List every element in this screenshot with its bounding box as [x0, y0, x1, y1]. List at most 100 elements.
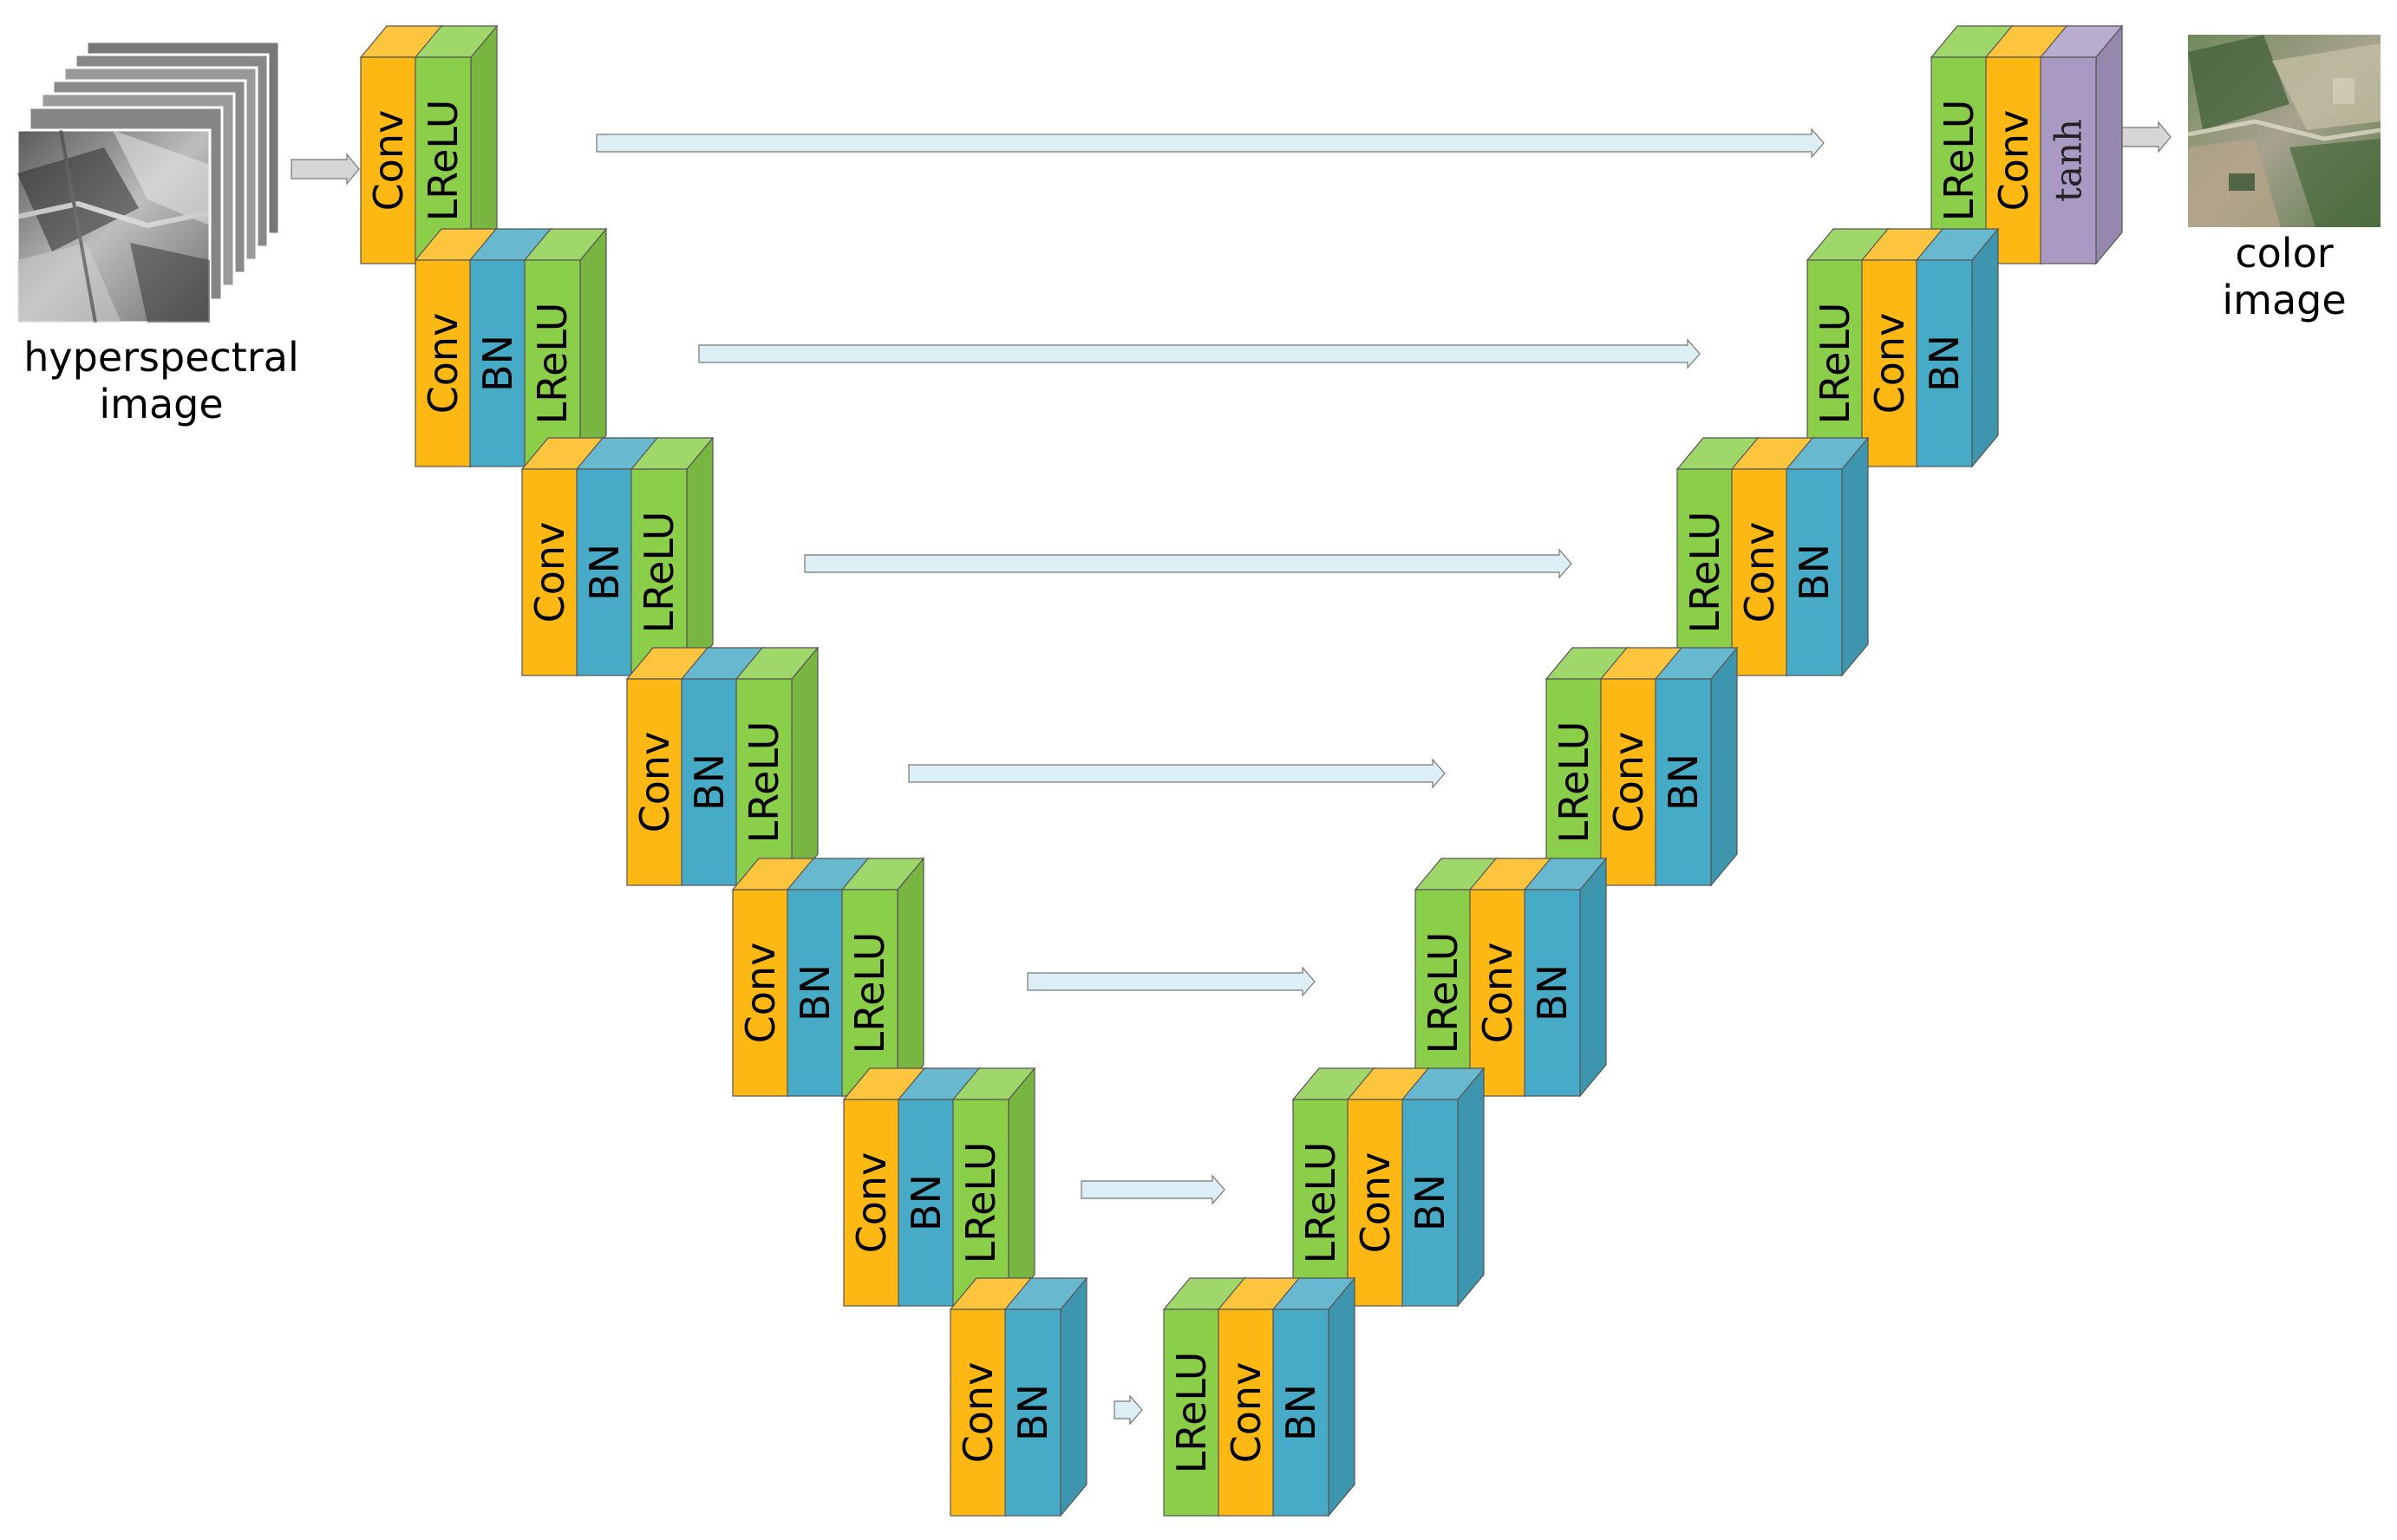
- encoder-5-lrelu-block-side-face: [897, 857, 924, 1098]
- decoder-4-conv-block-front-face: [1600, 678, 1657, 886]
- encoder-6-conv-block-label: Conv: [848, 1152, 895, 1254]
- encoder-4-lrelu-block: LReLU: [735, 646, 820, 887]
- decoder-4-bn-block-side-face: [1710, 646, 1738, 887]
- encoder-5-bn-block-label: BN: [792, 964, 839, 1021]
- decoder-4-lrelu-block-front-face: [1545, 678, 1603, 886]
- encoder-3-conv-block-front-face: [521, 468, 578, 676]
- decoder-3-conv-block-label: Conv: [1736, 522, 1783, 623]
- decoder-2-conv-block-front-face: [1861, 259, 1918, 467]
- decoder-2-conv-block-label: Conv: [1866, 313, 1913, 414]
- decoder-7-bn-block-side-face: [1328, 1276, 1355, 1517]
- encoder-4-bn-block-front-face: [681, 678, 738, 886]
- decoder-7-bn-block: BN: [1271, 1276, 1356, 1517]
- output-label-line1: color: [2235, 230, 2334, 277]
- encoder-6-bn-block-front-face: [898, 1099, 955, 1307]
- decoder-5-bn-block-side-face: [1579, 857, 1607, 1098]
- input-label-line1: hyperspectral: [23, 334, 299, 381]
- decoder-5-lrelu-block-label: LReLU: [1420, 932, 1466, 1054]
- decoder-1-conv-block-label: Conv: [1990, 110, 2037, 212]
- encoder-1-lrelu-block: LReLU: [414, 24, 499, 265]
- output-label-line2: image: [2222, 277, 2347, 323]
- encoder-3-lrelu-block-label: LReLU: [636, 512, 683, 634]
- decoder-3-bn-block: BN: [1785, 436, 1870, 677]
- encoder-7-bn-block-side-face: [1060, 1276, 1087, 1517]
- decoder-3-bn-block-side-face: [1841, 436, 1869, 677]
- encoder-4-bn-block-label: BN: [686, 754, 733, 811]
- decoder-3-bn-block-label: BN: [1791, 544, 1838, 601]
- decoder-1-tanh-block-side-face: [2095, 24, 2123, 265]
- decoder-5-conv-block-label: Conv: [1474, 943, 1521, 1044]
- decoder-2-bn-block-front-face: [1916, 259, 1973, 467]
- encoder-1-lrelu-block-side-face: [470, 24, 498, 265]
- skip-arrow-6: [1081, 1174, 1225, 1205]
- encoder-5-bn-block-front-face: [787, 889, 844, 1097]
- encoder-3-lrelu-block-front-face: [630, 468, 688, 676]
- input-label: hyperspectral image: [0, 334, 323, 427]
- skip-arrow-3: [804, 548, 1572, 579]
- decoder-3-lrelu-block-front-face: [1676, 468, 1734, 676]
- output-label: color image: [2180, 230, 2388, 323]
- encoder-2-bn-block-label: BN: [474, 335, 521, 392]
- decoder-6-bn-block-front-face: [1401, 1099, 1459, 1307]
- encoder-3-bn-block-front-face: [576, 468, 633, 676]
- skip-arrow-5: [1027, 966, 1316, 997]
- decoder-2-bn-block-side-face: [1971, 227, 1999, 468]
- decoder-4-bn-block-label: BN: [1660, 754, 1707, 811]
- encoder-3-bn-block-label: BN: [581, 544, 628, 601]
- encoder-2-conv-block-label: Conv: [420, 313, 467, 414]
- encoder-6-lrelu-block: LReLU: [951, 1067, 1036, 1308]
- decoder-4-lrelu-block-label: LReLU: [1551, 721, 1597, 844]
- encoder-6-lrelu-block-front-face: [952, 1099, 1009, 1307]
- decoder-5-conv-block-front-face: [1469, 889, 1526, 1097]
- decoder-7-conv-block-front-face: [1218, 1308, 1275, 1517]
- encoder-3-conv-block-label: Conv: [526, 522, 573, 623]
- decoder-3-lrelu-block-label: LReLU: [1682, 512, 1728, 634]
- decoder-1-tanh-block-label: tanh: [2048, 119, 2090, 202]
- decoder-5-lrelu-block-front-face: [1414, 889, 1472, 1097]
- encoder-7-bn-block-label: BN: [1009, 1384, 1056, 1441]
- decoder-7-lrelu-block-front-face: [1163, 1308, 1220, 1517]
- decoder-7-bn-block-front-face: [1272, 1308, 1329, 1517]
- encoder-2-bn-block-front-face: [469, 259, 526, 467]
- decoder-6-conv-block-label: Conv: [1352, 1152, 1399, 1254]
- encoder-3-lrelu-block-side-face: [686, 436, 714, 677]
- encoder-6-bn-block-label: BN: [903, 1174, 950, 1231]
- decoder-1-tanh-block-front-face: [2040, 56, 2097, 264]
- decoder-6-bn-block: BN: [1401, 1067, 1486, 1308]
- decoder-3-bn-block-front-face: [1786, 468, 1843, 676]
- encoder-3-lrelu-block: LReLU: [630, 436, 715, 677]
- encoder-6-lrelu-block-label: LReLU: [957, 1142, 1004, 1264]
- encoder-5-lrelu-block-front-face: [841, 889, 898, 1097]
- decoder-2-bn-block-label: BN: [1921, 335, 1968, 392]
- decoder-5-bn-block-label: BN: [1529, 964, 1576, 1021]
- encoder-2-lrelu-block-side-face: [579, 227, 607, 468]
- encoder-6-conv-block-front-face: [843, 1099, 900, 1307]
- encoder-5-lrelu-block-label: LReLU: [846, 932, 893, 1054]
- encoder-7-conv-block-front-face: [950, 1308, 1007, 1517]
- encoder-7-bn-block-front-face: [1004, 1308, 1061, 1517]
- encoder-4-conv-block-label: Conv: [631, 732, 678, 833]
- encoder-2-conv-block-front-face: [415, 259, 472, 467]
- encoder-3-bn-block: BN: [575, 436, 660, 677]
- encoder-5-bn-block: BN: [786, 857, 871, 1098]
- encoder-5-lrelu-block: LReLU: [840, 857, 925, 1098]
- input-arrow: [291, 153, 360, 186]
- encoder-4-lrelu-block-side-face: [791, 646, 819, 887]
- skip-arrow-2: [698, 338, 1701, 369]
- encoder-5-conv-block-label: Conv: [737, 943, 784, 1044]
- decoder-5-bn-block: BN: [1523, 857, 1608, 1098]
- decoder-1-lrelu-block-label: LReLU: [1936, 100, 1982, 222]
- decoder-6-bn-block-label: BN: [1407, 1174, 1453, 1231]
- decoder-1-tanh-block: tanh: [2039, 24, 2124, 265]
- decoder-6-bn-block-side-face: [1457, 1067, 1485, 1308]
- encoder-1-conv-block-label: Conv: [365, 110, 412, 212]
- decoder-7-bn-block-label: BN: [1277, 1384, 1324, 1441]
- decoder-4-bn-block: BN: [1654, 646, 1739, 887]
- skip-arrow-4: [908, 758, 1446, 789]
- encoder-6-lrelu-block-side-face: [1008, 1067, 1035, 1308]
- encoder-4-conv-block: Conv: [625, 646, 710, 887]
- input-label-line2: image: [99, 381, 224, 427]
- encoder-1-conv-block-front-face: [360, 56, 417, 264]
